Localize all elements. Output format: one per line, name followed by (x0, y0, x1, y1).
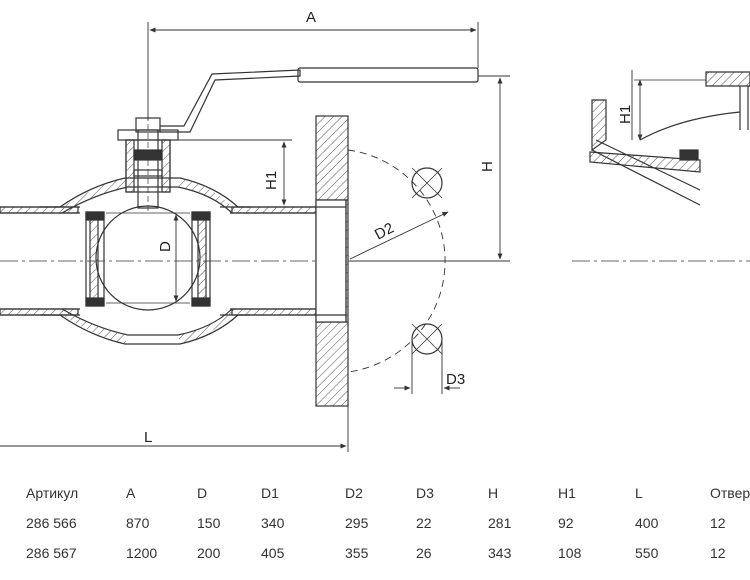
table-header-cell: H1 (558, 485, 576, 501)
seat-left (85, 211, 105, 307)
table-header-row: Артикул A D D1 D2 D3 H H1 L Отверс (0, 478, 750, 508)
label-a: A (306, 9, 316, 26)
label-h: H (479, 161, 496, 172)
table-header-cell: H (488, 485, 499, 501)
table-header-cell: Отверс (710, 485, 750, 501)
table-cell: 343 (488, 545, 512, 561)
table-header-cell: D (197, 485, 208, 501)
ball-valve-technical-drawing: A H H1 H1 D D2 D3 L (0, 9, 750, 452)
table-cell: 92 (558, 515, 574, 531)
table-cell: 108 (558, 545, 582, 561)
table-header-cell: D1 (261, 485, 279, 501)
ball (95, 205, 201, 311)
label-l: L (144, 429, 152, 446)
table-cell: 870 (126, 515, 150, 531)
bolt-hole-top (411, 167, 443, 199)
table-header-cell: D2 (345, 485, 363, 501)
dimension-h1 (170, 139, 292, 208)
table-cell: 405 (261, 545, 285, 561)
label-h1-side: H1 (617, 105, 634, 124)
label-d2: D2 (372, 220, 397, 244)
dimensions-table: Артикул A D D1 D2 D3 H H1 L Отверс 286 566 870 150 3… (0, 478, 750, 568)
table-cell: 1200 (126, 545, 158, 561)
table-cell: 550 (635, 545, 659, 561)
dimension-d2 (349, 211, 449, 260)
table-cell: 26 (416, 545, 432, 561)
table-row: 286 567 1200 200 405 355 26 343 108 550 12 (0, 538, 750, 568)
handle-grip (297, 67, 479, 83)
dimension-a (147, 22, 479, 120)
table-header-cell: D3 (416, 485, 434, 501)
table-header-cell: Артикул (26, 485, 79, 501)
valve-body (40, 177, 250, 345)
table-cell: 200 (197, 545, 221, 561)
handle-lever (160, 69, 301, 133)
stem-neck (125, 115, 171, 212)
label-h1: H1 (263, 171, 280, 190)
table-cell: 12 (710, 545, 726, 561)
table-cell: 340 (261, 515, 285, 531)
table-row: 286 566 870 150 340 295 22 281 92 400 12 (0, 508, 750, 538)
dimension-d3 (394, 339, 460, 394)
table-cell: 286 567 (26, 545, 77, 561)
dimension-l (0, 406, 349, 452)
table-cell: 355 (345, 545, 369, 561)
dimension-h (350, 75, 510, 262)
side-view (572, 70, 750, 262)
label-d3: D3 (446, 371, 465, 388)
table-header-cell: L (635, 485, 643, 501)
table-cell: 150 (197, 515, 221, 531)
table-cell: 295 (345, 515, 369, 531)
bolt-hole-bottom (411, 323, 443, 355)
table-cell: 400 (635, 515, 659, 531)
seat-right (191, 211, 211, 307)
table-cell: 286 566 (26, 515, 77, 531)
label-d: D (157, 241, 174, 252)
table-cell: 22 (416, 515, 432, 531)
flange (315, 115, 349, 407)
table-cell: 281 (488, 515, 512, 531)
table-cell: 12 (710, 515, 726, 531)
table-header-cell: A (126, 485, 136, 501)
